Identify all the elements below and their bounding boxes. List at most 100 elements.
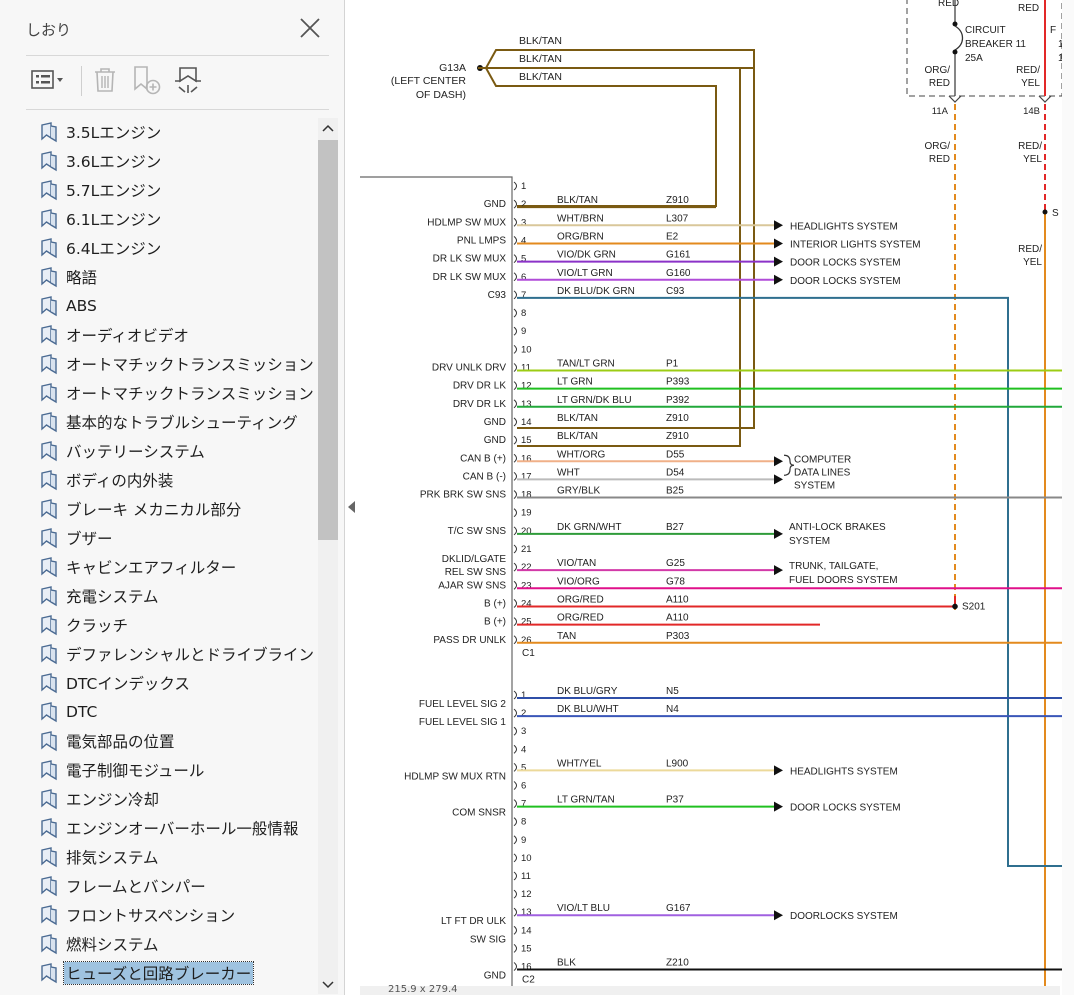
pin-icon xyxy=(513,690,517,700)
bookmark-item[interactable]: 充電システム xyxy=(32,582,318,610)
bookmark-item[interactable]: ABS xyxy=(32,292,318,320)
bookmark-item[interactable]: 5.7Lエンジン xyxy=(32,176,318,204)
pin-icon xyxy=(513,871,517,881)
bookmark-icon xyxy=(41,847,57,868)
bookmark-item[interactable]: DTCインデックス xyxy=(32,669,318,697)
bookmark-item[interactable]: オートマチックトランスミッション 42RLE xyxy=(32,350,318,378)
bookmark-item[interactable]: ブレーキ メカニカル部分 xyxy=(32,495,318,523)
destination-label: COMPUTER xyxy=(794,454,851,465)
wire-color-label: GRY/BLK xyxy=(557,486,600,497)
circuit-label: E2 xyxy=(666,231,679,242)
bookmark-label: DTCインデックス xyxy=(66,675,190,693)
find-current-bookmark-icon[interactable] xyxy=(170,62,206,98)
pin-function: DR LK SW MUX xyxy=(433,254,507,265)
pin-number: 2 xyxy=(521,708,526,719)
new-bookmark-icon[interactable] xyxy=(130,62,164,98)
wire-label: YEL xyxy=(1023,154,1042,165)
pin-number: 15 xyxy=(521,435,532,446)
bookmark-item[interactable]: 6.4Lエンジン xyxy=(32,234,318,262)
pin-icon xyxy=(513,835,517,845)
wire-label: YEL xyxy=(1021,78,1040,89)
destination-label: DOOR LOCKS SYSTEM xyxy=(790,276,901,287)
bookmark-item[interactable]: ボディの内外装 xyxy=(32,466,318,494)
pin-number: 20 xyxy=(521,526,532,537)
collapse-panel-icon[interactable] xyxy=(345,498,359,516)
pin-function: CAN B (+) xyxy=(460,453,506,464)
destination-label: SYSTEM xyxy=(789,536,830,547)
bookmark-item[interactable]: 3.6Lエンジン xyxy=(32,147,318,175)
close-icon[interactable] xyxy=(298,16,322,40)
pin-function: CAN B (-) xyxy=(463,471,506,482)
document-horizontal-scrollbar[interactable] xyxy=(360,986,1060,995)
pin-icon xyxy=(513,181,517,191)
pin-number: 1 xyxy=(521,690,526,701)
bookmark-item[interactable]: エンジンオーバーホール一般情報 xyxy=(32,814,318,842)
pin-function: DKLID/LGATE xyxy=(442,554,507,565)
scrollbar-thumb[interactable] xyxy=(318,140,338,540)
bookmark-item[interactable]: 電気部品の位置 xyxy=(32,727,318,755)
pin-number: 19 xyxy=(521,508,532,519)
pin-icon xyxy=(513,290,517,300)
document-vertical-scrollbar[interactable] xyxy=(1062,0,1074,995)
connector-label: C1 xyxy=(522,648,535,659)
bookmark-item[interactable]: ブザー xyxy=(32,524,318,552)
destination-label: HEADLIGHTS SYSTEM xyxy=(790,766,898,777)
scroll-up-icon[interactable] xyxy=(318,118,338,138)
pin-number: 15 xyxy=(521,943,532,954)
bookmark-item[interactable]: 排気システム xyxy=(32,843,318,871)
pin-icon xyxy=(513,562,517,572)
bookmark-label: 6.4Lエンジン xyxy=(66,240,162,258)
bookmark-options-icon[interactable] xyxy=(28,62,68,98)
wire-color-label: VIO/DK GRN xyxy=(557,250,616,261)
bookmark-item[interactable]: クラッチ xyxy=(32,611,318,639)
bookmark-label: ブザー xyxy=(66,530,113,548)
bookmark-item[interactable]: 電子制御モジュール xyxy=(32,756,318,784)
bookmark-item[interactable]: 基本的なトラブルシューティング xyxy=(32,408,318,436)
pin-icon xyxy=(513,399,517,409)
pin-number: 7 xyxy=(521,290,526,301)
pin-number: 8 xyxy=(521,308,526,319)
scroll-down-icon[interactable] xyxy=(318,975,338,995)
pin-icon xyxy=(513,580,517,590)
pin-icon xyxy=(513,508,517,518)
pin-function: FUEL LEVEL SIG 1 xyxy=(419,717,507,728)
pin-function: LT FT DR ULK xyxy=(441,916,506,927)
wire-color-label: WHT xyxy=(557,467,580,478)
pin-function: PNL LMPS xyxy=(457,235,506,246)
bookmark-item[interactable]: オートマチックトランスミッション NAG1 xyxy=(32,379,318,407)
bookmark-label: キャビンエアフィルター xyxy=(66,559,237,577)
pin-number: 25 xyxy=(521,617,532,628)
bookmark-icon xyxy=(41,615,57,636)
bookmark-item[interactable]: キャビンエアフィルター xyxy=(32,553,318,581)
toolbar-divider xyxy=(81,66,82,96)
delete-icon[interactable] xyxy=(90,62,120,98)
bookmark-item[interactable]: エンジン冷却 xyxy=(32,785,318,813)
bookmark-item[interactable]: ヒューズと回路ブレーカー xyxy=(32,959,318,987)
brace-icon xyxy=(783,454,795,476)
destination-label: FUEL DOORS SYSTEM xyxy=(789,575,898,586)
bookmark-item[interactable]: 燃料システム xyxy=(32,930,318,958)
bookmark-icon xyxy=(41,238,57,259)
circuit-label: G167 xyxy=(666,903,691,914)
bookmark-icon xyxy=(41,470,57,491)
bookmark-item[interactable]: デファレンシャルとドライブライン xyxy=(32,640,318,668)
bookmark-item[interactable]: 3.5Lエンジン xyxy=(32,118,318,146)
wire-color-label: LT GRN/TAN xyxy=(557,795,615,806)
bookmark-item[interactable]: DTC xyxy=(32,698,318,726)
bookmark-item[interactable]: フロントサスペンション xyxy=(32,901,318,929)
wire-label: BLK/TAN xyxy=(519,53,562,65)
bookmark-item[interactable]: フレームとバンパー xyxy=(32,872,318,900)
circuit-label: G161 xyxy=(666,250,691,261)
bookmark-item[interactable]: 略語 xyxy=(32,263,318,291)
pin-number: 9 xyxy=(521,326,526,337)
bookmark-icon xyxy=(41,209,57,230)
bookmark-icon xyxy=(41,528,57,549)
bookmark-icon xyxy=(41,180,57,201)
bookmark-label: ABS xyxy=(66,297,97,315)
bookmark-item[interactable]: オーディオビデオ xyxy=(32,321,318,349)
bookmark-label: 基本的なトラブルシューティング xyxy=(66,414,298,432)
bookmark-item[interactable]: 6.1Lエンジン xyxy=(32,205,318,233)
bookmark-icon xyxy=(41,818,57,839)
bookmark-item[interactable]: バッテリーシステム xyxy=(32,437,318,465)
